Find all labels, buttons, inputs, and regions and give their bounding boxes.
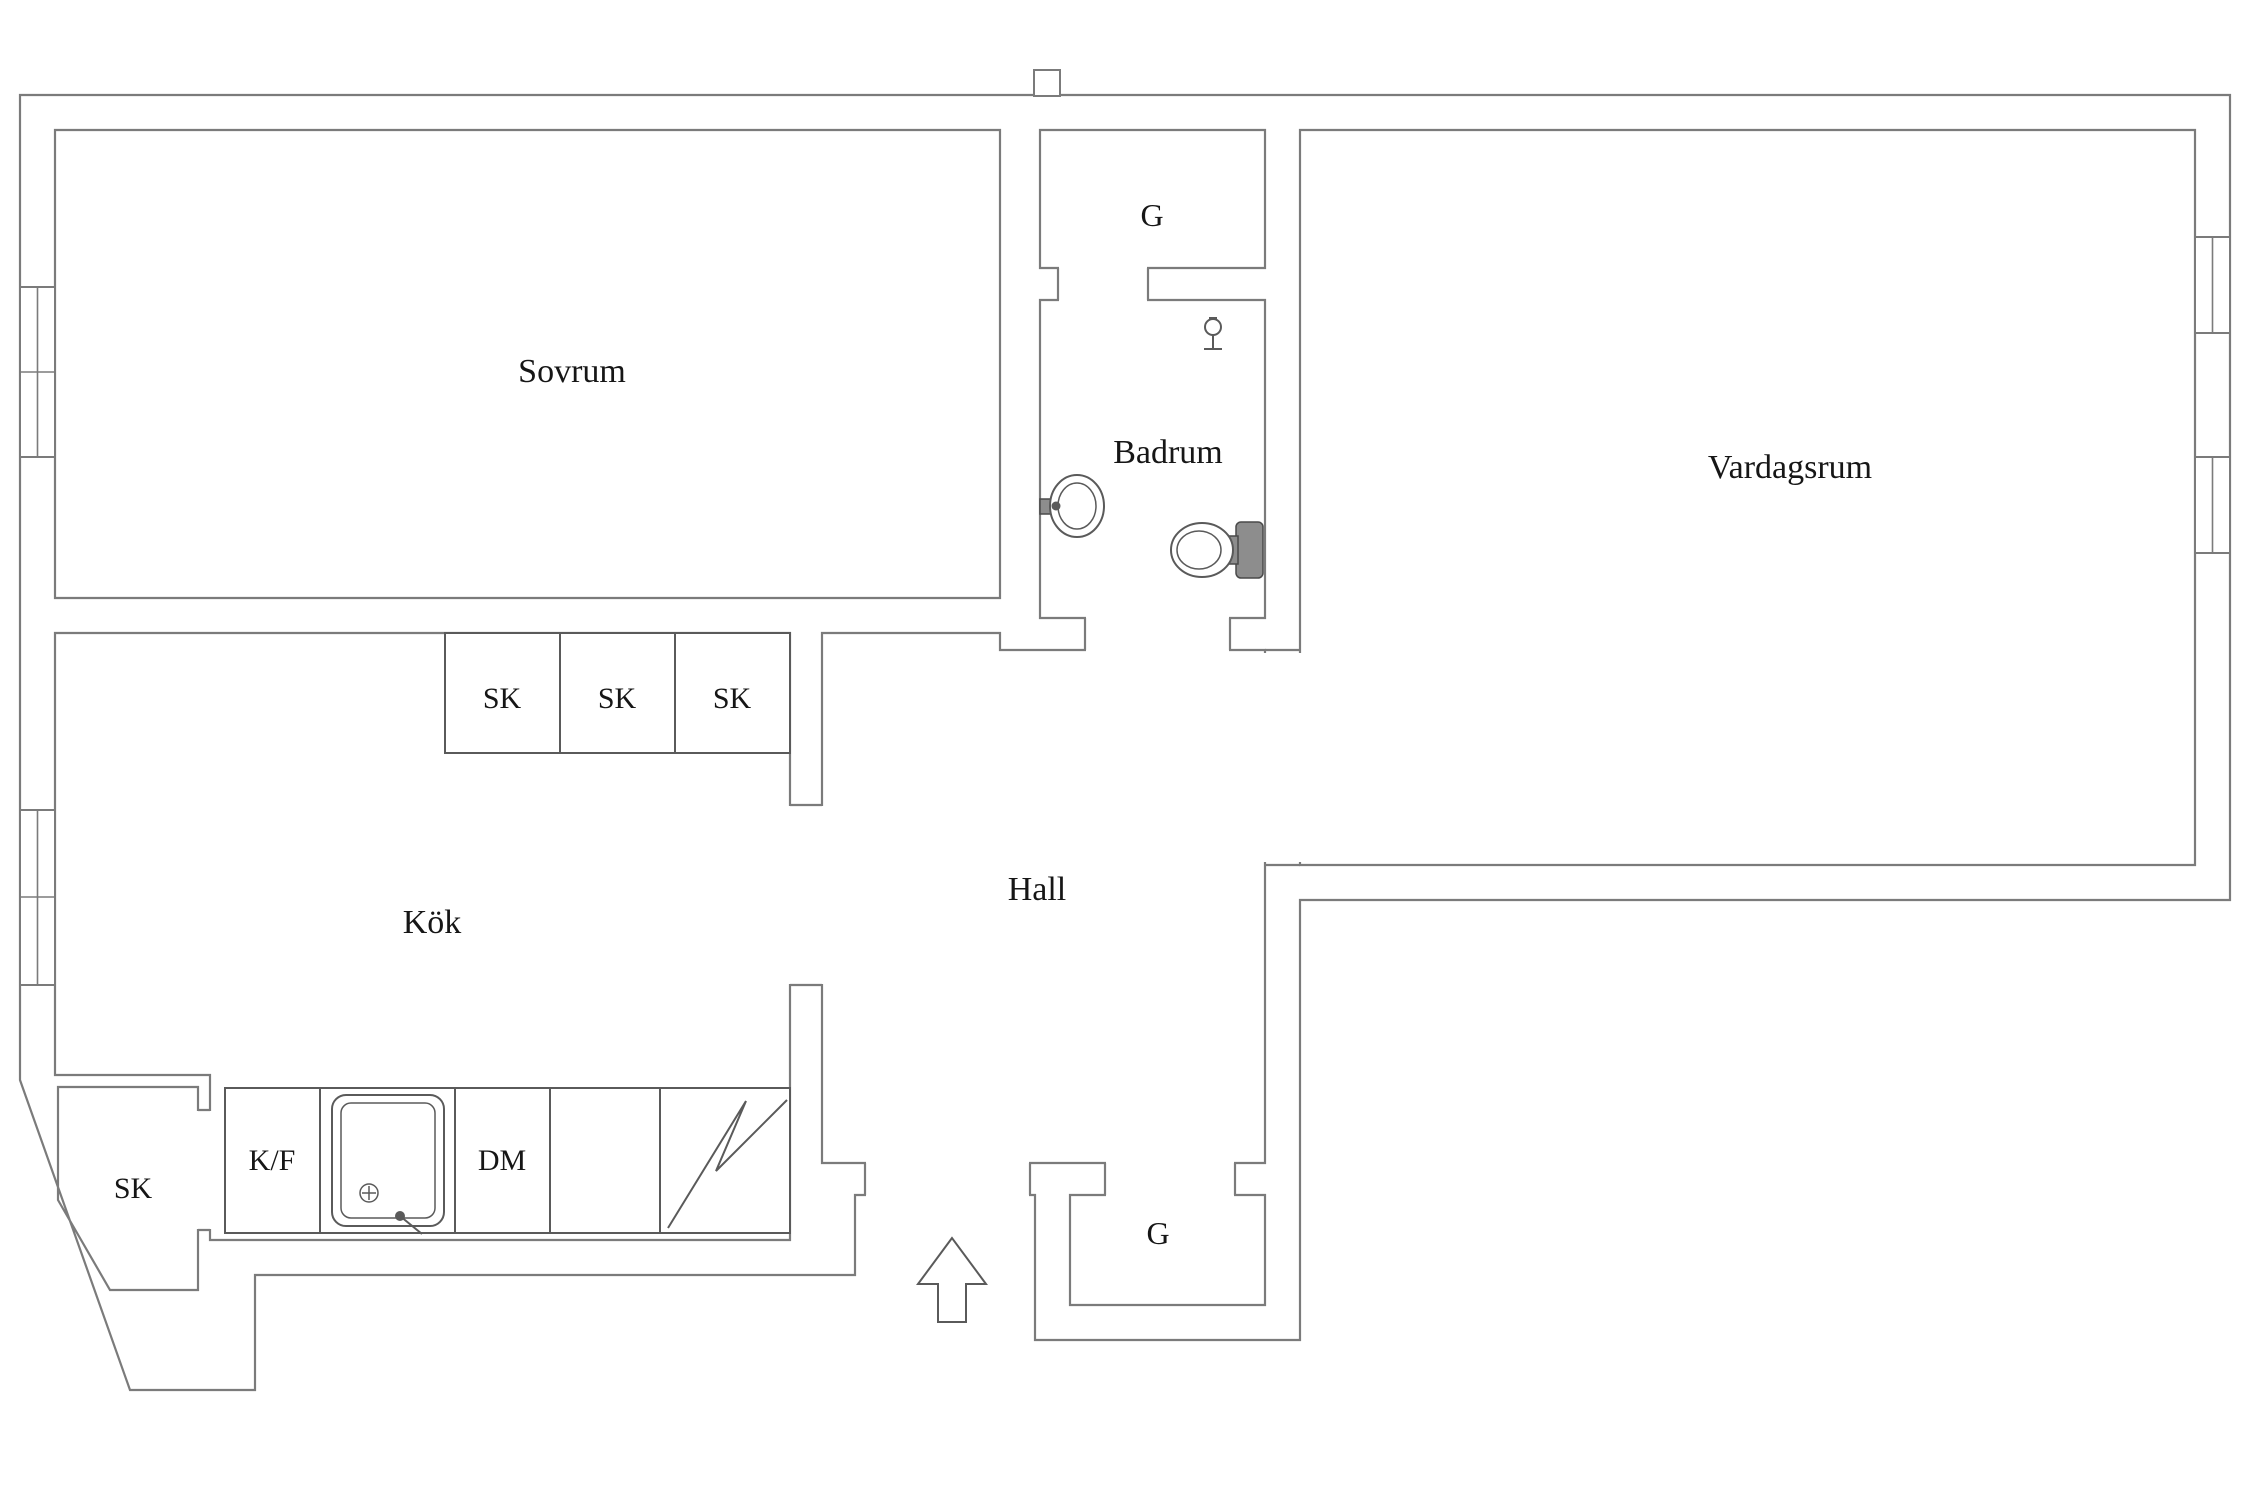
room-label-vardagsrum: Vardagsrum — [1708, 449, 1872, 486]
room-label-kok: Kök — [403, 904, 462, 941]
closet-bottom-door-gap — [1106, 1158, 1234, 1202]
room-label-hall: Hall — [1008, 871, 1067, 908]
cabinet-label-sk-2: SK — [598, 682, 637, 715]
bathroom-fixtures — [1039, 317, 1264, 579]
cabinet-label-sk-3: SK — [713, 682, 752, 715]
room-label-closet-top: G — [1140, 197, 1163, 233]
labels: Sovrum G Badrum Vardagsrum SK SK SK Kök … — [114, 197, 1872, 1251]
livingroom-opening-gap — [1261, 653, 1305, 862]
counter-label-dm: DM — [478, 1144, 526, 1177]
entrance-arrow-icon — [916, 1236, 988, 1323]
bathroom-sink-icon — [1039, 474, 1105, 538]
top-wall-notch — [1033, 69, 1061, 97]
window-icon — [19, 286, 56, 458]
room-label-badrum: Badrum — [1113, 434, 1223, 471]
cabinet-label-sk-1: SK — [483, 682, 522, 715]
room-label-closet-sk: SK — [114, 1172, 153, 1205]
cabinet-row — [444, 632, 791, 754]
toilet-icon — [1170, 521, 1264, 579]
window-icon — [2194, 456, 2231, 554]
stove-icon — [667, 1099, 788, 1229]
door-openings — [194, 263, 1305, 1229]
kitchen-counter — [224, 1087, 791, 1235]
bathroom-door-gap — [1086, 612, 1229, 656]
closet-sk-door-gap — [194, 1111, 214, 1229]
room-label-closet-bottom: G — [1146, 1215, 1169, 1251]
room-label-sovrum: Sovrum — [518, 353, 626, 390]
entrance-door-gap — [866, 1158, 1029, 1202]
counter-label-kf: K/F — [249, 1144, 296, 1177]
wall-end-caps — [198, 268, 1300, 1232]
kitchen-doorway-gap — [786, 806, 826, 984]
window-icon — [2194, 236, 2231, 334]
kitchen-sink-icon — [331, 1094, 445, 1235]
shower-icon — [1204, 317, 1222, 350]
window-icon — [19, 809, 56, 986]
windows — [19, 236, 2231, 986]
closet-top-door-gap — [1059, 263, 1147, 306]
kitchen-fittings — [224, 632, 791, 1235]
